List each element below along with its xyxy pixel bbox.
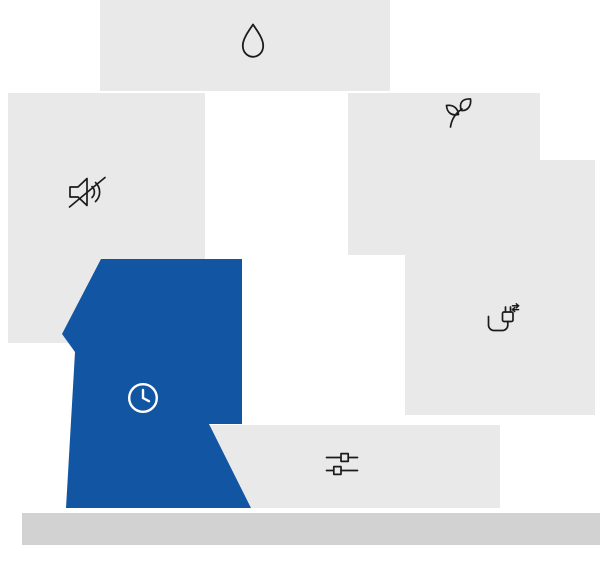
tile-settings-feature[interactable]	[210, 425, 500, 508]
accent-blue-shape[interactable]	[62, 259, 251, 508]
water-drop-icon	[241, 23, 265, 58]
clock-icon	[127, 382, 159, 414]
sliders-icon	[325, 452, 359, 476]
eco-leaves-icon	[445, 98, 472, 128]
tile-water-feature[interactable]	[100, 0, 390, 91]
tile-connectivity-feature[interactable]	[405, 160, 595, 415]
speaker-muted-icon	[68, 176, 106, 208]
bottom-bar	[22, 513, 600, 545]
plug-sync-icon	[487, 303, 520, 332]
